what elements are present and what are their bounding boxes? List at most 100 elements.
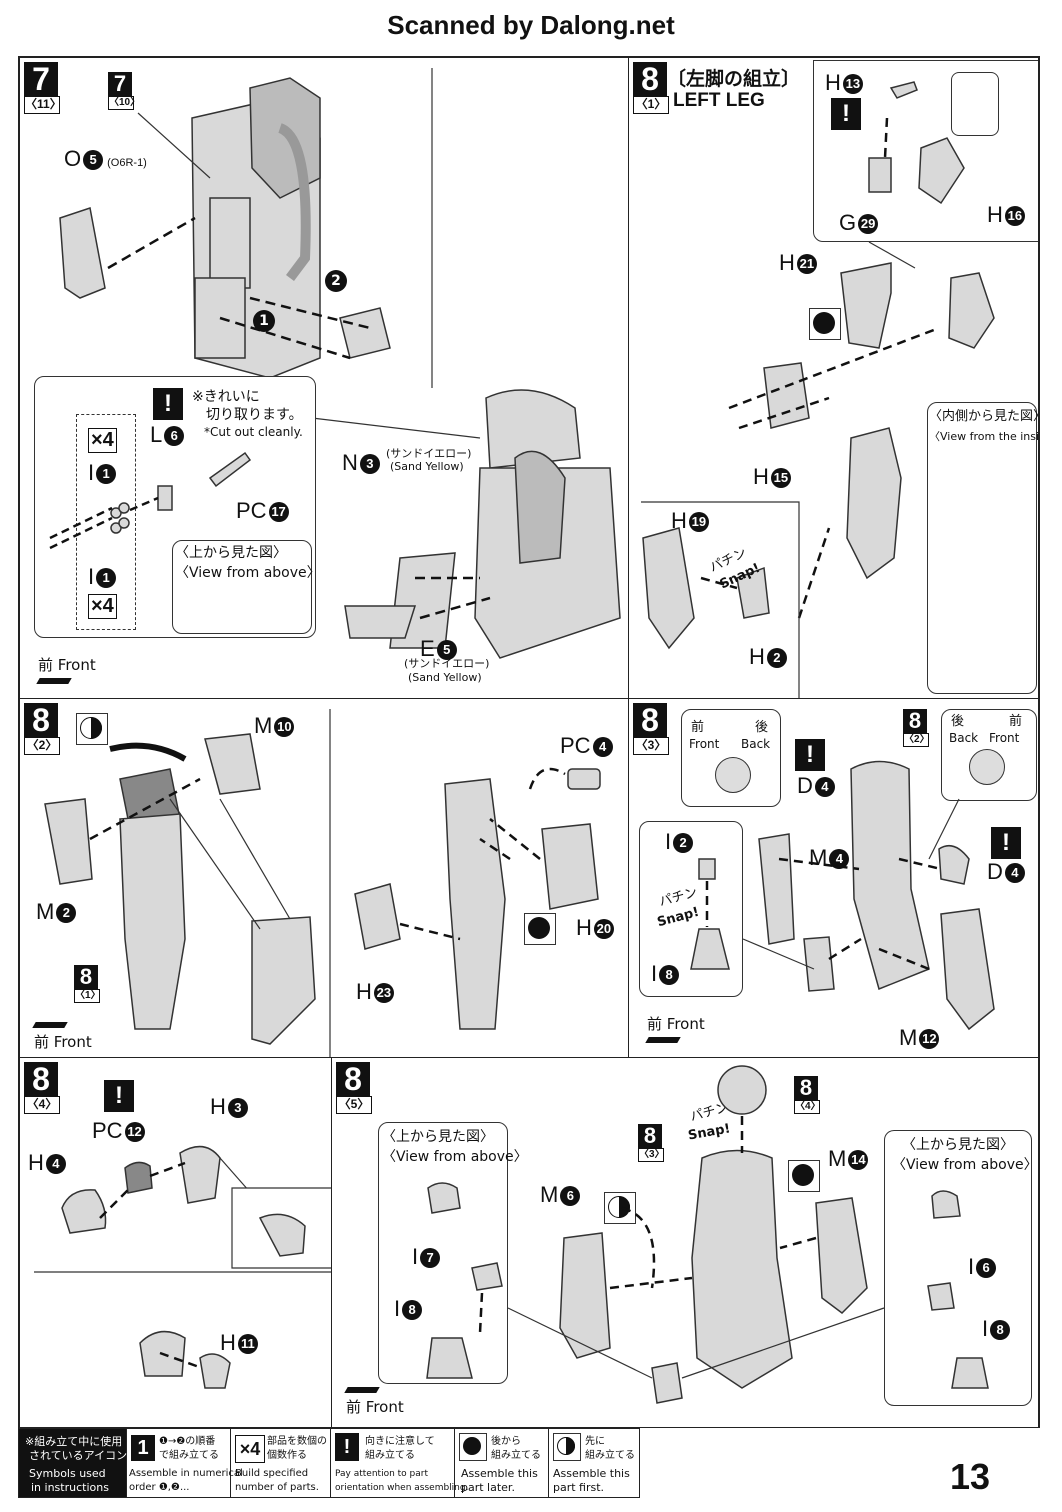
inside-view-jp: 〈内側から見た図〉 <box>929 409 1039 424</box>
ref-step-number: 7 <box>108 72 132 96</box>
step-number: 8 <box>24 1062 58 1096</box>
order-marker-1: 1 <box>253 310 275 332</box>
view-above-jp-right: 〈上から見た図〉 <box>902 1137 1014 1153</box>
ankle-joint-drawing <box>34 1145 331 1389</box>
count-x4-top: ×4 <box>88 428 117 453</box>
ref-step-number: 8 <box>794 1076 818 1100</box>
caution-icon: ! <box>795 739 825 771</box>
view-from-above-box <box>172 540 312 634</box>
inside-view-box <box>927 402 1037 694</box>
fb1-en-back: Back <box>741 737 771 751</box>
step-sub-number: 〈2〉 <box>24 737 60 755</box>
ref-step-sub: 〈4〉 <box>794 1100 821 1114</box>
cut-note-jp-2: 切り取ります。 <box>206 407 303 423</box>
fb1-en-front: Front <box>689 737 720 751</box>
assemble-first-icon <box>553 1433 581 1461</box>
orientation-disc <box>715 757 751 793</box>
ref-step-sub: 〈3〉 <box>638 1148 665 1162</box>
fb2-en-back: Back <box>949 731 979 745</box>
step-sub-number: 〈4〉 <box>24 1096 60 1114</box>
view-above-en-left: 〈View from above〉 <box>382 1149 528 1165</box>
e5-color-en: (Sand Yellow) <box>408 671 482 684</box>
front-indicator: 前 Front <box>36 654 96 684</box>
count-x4-bottom: ×4 <box>88 594 117 619</box>
view-above-jp: 〈上から見た図〉 <box>175 545 287 561</box>
step-sub-number: 〈1〉 <box>633 96 669 114</box>
step-title-en: LEFT LEG <box>673 90 765 111</box>
step-number: 8 <box>633 703 667 737</box>
assemble-later-icon <box>524 913 556 945</box>
step-number: 8 <box>633 62 667 96</box>
fb1-jp-front: 前 <box>691 720 705 735</box>
front-indicator: 前 Front <box>32 1019 92 1052</box>
step-sub-number: 〈11〉 <box>24 96 62 114</box>
view-above-en: 〈View from above〉 <box>175 565 321 581</box>
caution-icon: ! <box>104 1080 134 1112</box>
assemble-later-icon <box>459 1433 487 1461</box>
view-above-en-right: 〈View from above〉 <box>892 1157 1038 1173</box>
ref-step-sub: 〈1〉 <box>74 989 101 1003</box>
scan-credit: Scanned by Dalong.net <box>387 10 675 40</box>
n3-color-jp: (サンドイエロー) <box>386 447 472 460</box>
e5-color-jp: (サンドイエロー) <box>404 657 490 670</box>
x4-group-box <box>76 414 136 630</box>
legend-intro: ※組み立て中に使用 されているアイコン Symbols used in inst… <box>19 1429 127 1497</box>
caution-icon: ! <box>991 827 1021 859</box>
legend-item-order: 1 ❶→❷の順番 で組み立てる Assemble in numerical or… <box>127 1429 243 1497</box>
view-above-jp-left: 〈上から見た図〉 <box>382 1129 494 1145</box>
legend-item-first: 先に 組み立てる Assemble this part first. <box>549 1429 639 1497</box>
inside-view-en: 〈View from the inside〉 <box>929 430 1039 443</box>
legend-item-count: ×4 部品を数個の 個数作る Build specified number of… <box>231 1429 331 1497</box>
body-assembly-drawing <box>59 68 621 659</box>
step-number: 8 <box>24 703 58 737</box>
leg-assembly-drawing <box>690 760 995 1031</box>
n3-color-en: (Sand Yellow) <box>390 460 464 473</box>
fb2-jp-front: 前 <box>1009 714 1023 729</box>
ref-step-number: 8 <box>638 1124 662 1148</box>
fb2-jp-back: 後 <box>951 714 965 729</box>
page-number: 13 <box>949 1456 990 1497</box>
legend-item-orientation: ! 向きに注意して 組み立てる Pay attention to part or… <box>331 1429 468 1497</box>
cut-note-jp-1: ※きれいに <box>192 389 260 405</box>
orientation-disc <box>969 749 1005 785</box>
assemble-later-icon <box>788 1160 820 1192</box>
assemble-later-icon <box>809 308 841 340</box>
assemble-first-icon <box>604 1192 636 1224</box>
symbol-legend: ※組み立て中に使用 されているアイコン Symbols used in inst… <box>18 1428 640 1498</box>
